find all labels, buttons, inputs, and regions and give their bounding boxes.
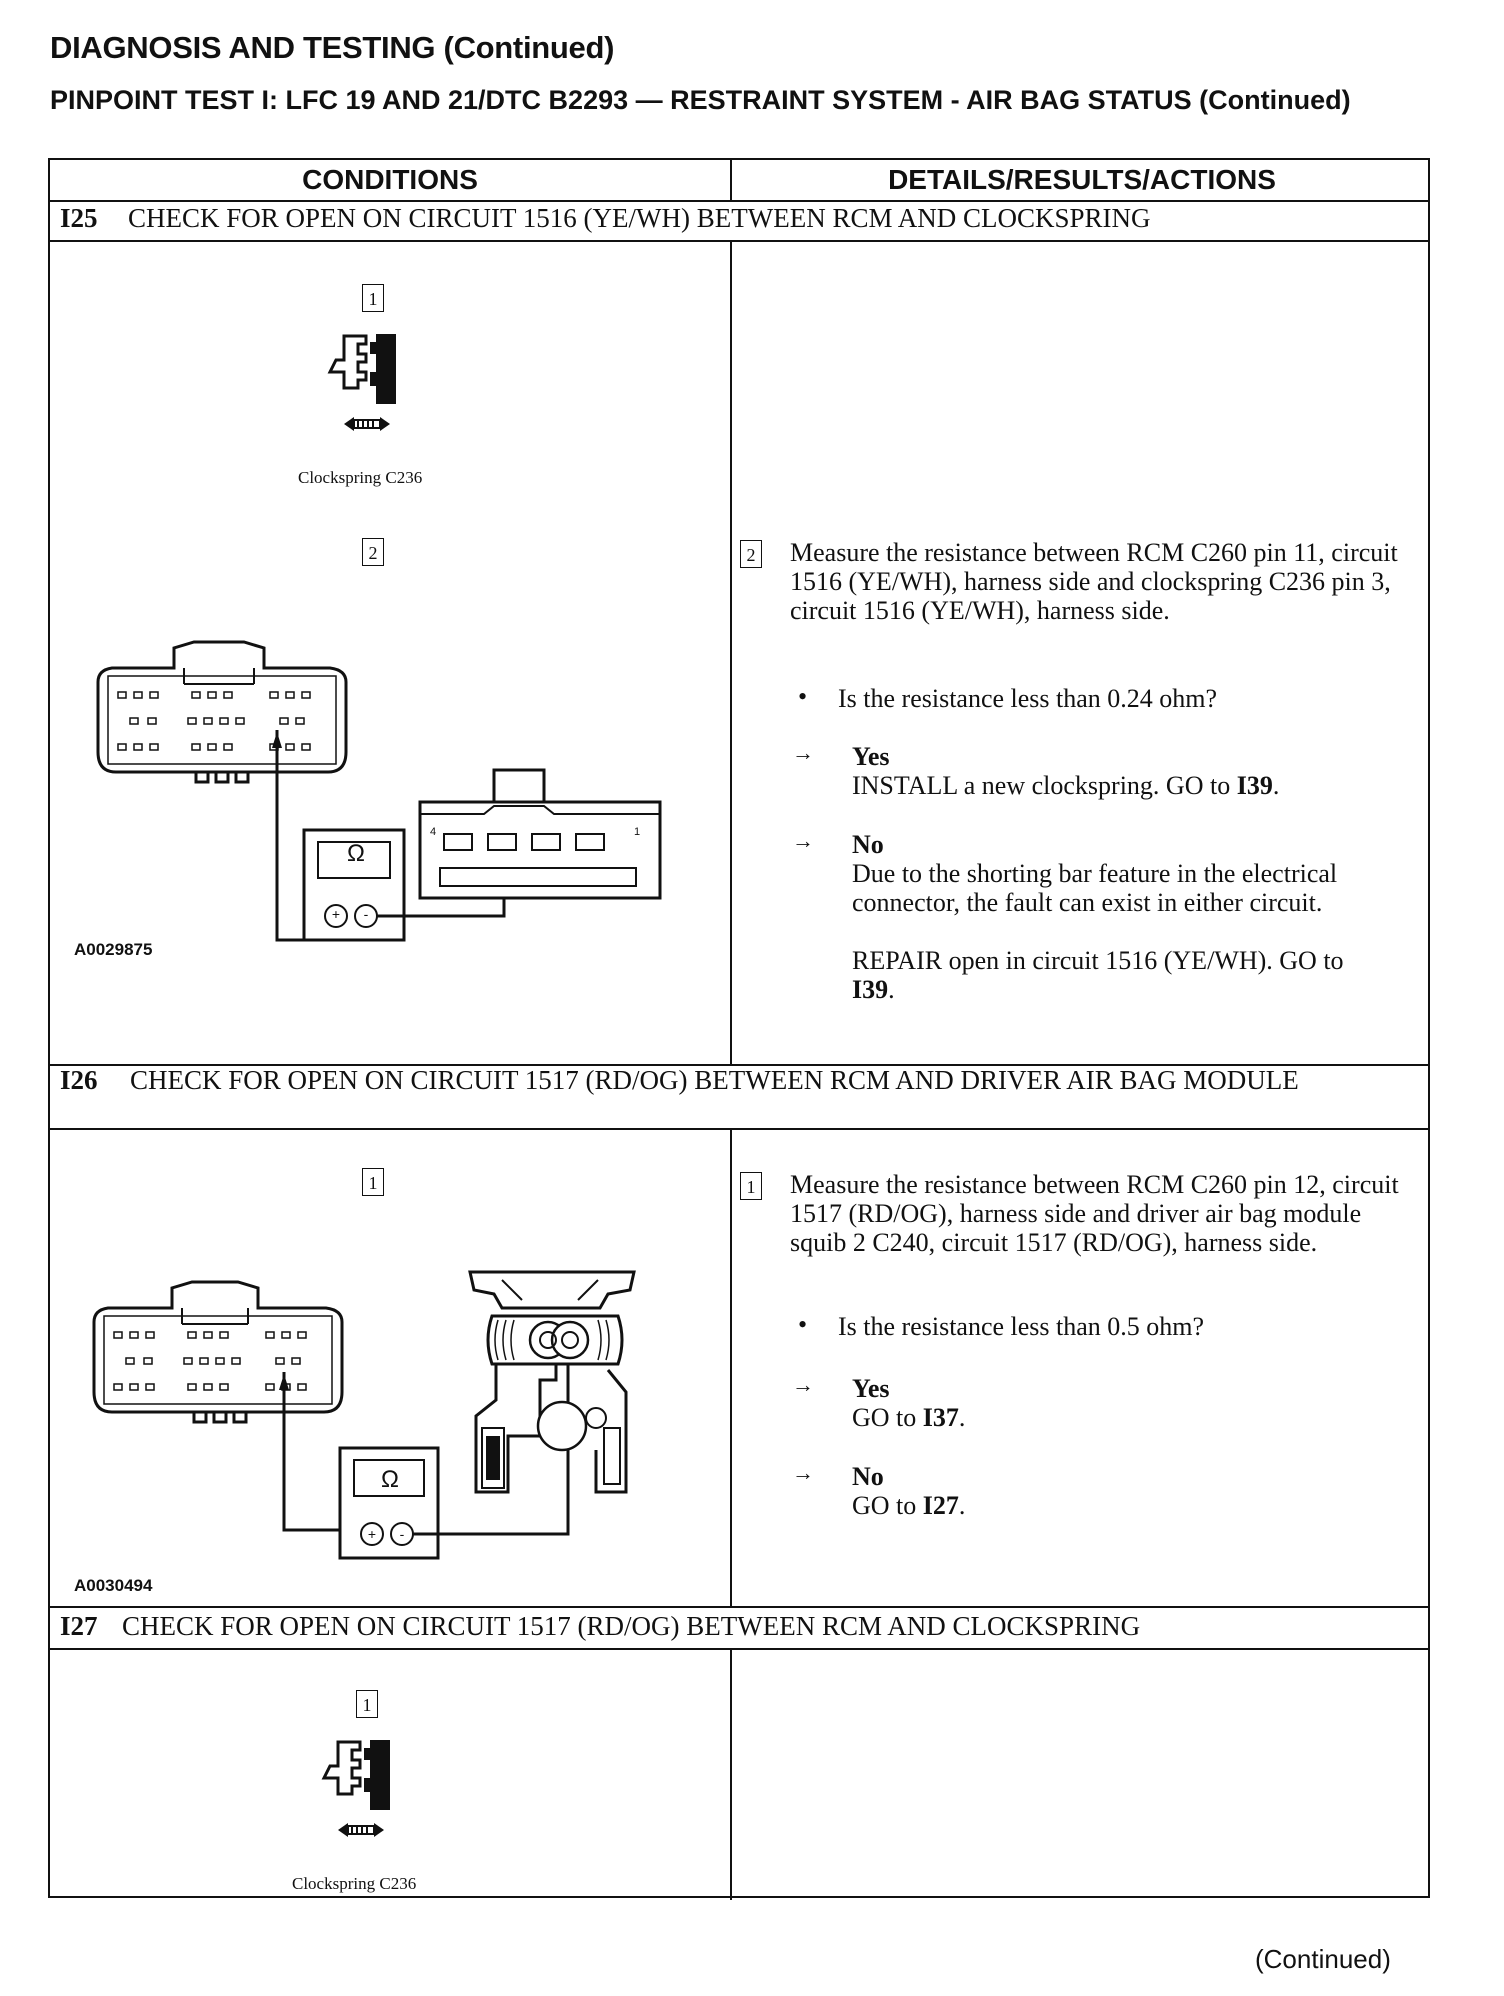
meter-plus-terminal: + [367, 1526, 377, 1542]
no-ref: I39 [852, 975, 889, 1004]
step-header-i27: I27 CHECK FOR OPEN ON CIRCUIT 1517 (RD/OG… [60, 1612, 1420, 1641]
ohm-symbol: Ω [347, 840, 365, 867]
meter-minus-terminal: - [399, 1526, 405, 1542]
figure-caption: Clockspring C236 [292, 1874, 417, 1893]
step-id: I25 [60, 203, 98, 233]
step-id: I26 [60, 1065, 98, 1095]
yes-label: Yes [852, 1374, 890, 1403]
step-number-box: 1 [356, 1690, 378, 1718]
column-divider [730, 1128, 732, 1606]
column-divider [730, 160, 732, 200]
result-no: No Due to the shorting bar feature in th… [852, 830, 1392, 1004]
step-id: I27 [60, 1611, 98, 1641]
arrow-right-icon: → [792, 1460, 814, 1485]
table-rule [50, 240, 1428, 242]
step-title: CHECK FOR OPEN ON CIRCUIT 1517 (RD/OG) B… [122, 1611, 1141, 1641]
clockspring-connector-icon [327, 334, 396, 431]
pin-number: 1 [634, 826, 641, 838]
yes-ref: I39 [1236, 771, 1273, 800]
column-header-details: DETAILS/RESULTS/ACTIONS [888, 164, 1276, 195]
no-label: No [852, 830, 884, 859]
column-divider [730, 240, 732, 1064]
bullet-icon: • [798, 1310, 808, 1339]
pinpoint-test-title: PINPOINT TEST I: LFC 19 AND 21/DTC B2293… [50, 85, 1351, 115]
test-question: Is the resistance less than 0.24 ohm? [838, 684, 1218, 713]
table-rule [50, 1648, 1428, 1650]
no-explanation: Due to the shorting bar feature in the e… [852, 859, 1338, 917]
step-number-box: 1 [740, 1172, 762, 1200]
figure-caption: Clockspring C236 [298, 468, 423, 487]
no-action: REPAIR open in circuit 1516 (YE/WH). GO … [852, 946, 1344, 975]
rcm-c260-connector-diagram [96, 640, 662, 942]
figure-id: A0029875 [74, 940, 153, 959]
test-question: Is the resistance less than 0.5 ohm? [838, 1312, 1205, 1341]
step-number-box: 1 [362, 284, 384, 312]
step-header-i25: I25 CHECK FOR OPEN ON CIRCUIT 1516 (YE/WH… [60, 204, 1420, 233]
meter-plus-terminal: + [331, 906, 341, 922]
meter-minus-terminal: - [363, 906, 369, 922]
punctuation: . [958, 1491, 966, 1520]
column-header-conditions: CONDITIONS [302, 164, 478, 195]
no-action: GO to [852, 1491, 923, 1520]
no-ref: I27 [922, 1491, 959, 1520]
step-header-i26: I26 CHECK FOR OPEN ON CIRCUIT 1517 (RD/OG… [60, 1066, 1420, 1095]
pin-number: 4 [430, 826, 437, 838]
arrow-right-icon: → [792, 740, 814, 765]
clockspring-connector-icon [321, 1740, 390, 1837]
yes-label: Yes [852, 742, 890, 771]
arrow-right-icon: → [792, 828, 814, 853]
table-rule [50, 1064, 1428, 1066]
step-number-box: 2 [362, 538, 384, 566]
step-title: CHECK FOR OPEN ON CIRCUIT 1517 (RD/OG) B… [130, 1065, 1299, 1095]
step-number-box: 1 [362, 1168, 384, 1196]
table-rule [50, 200, 1428, 202]
punctuation: . [888, 975, 895, 1004]
yes-action: GO to [852, 1403, 923, 1432]
step-title: CHECK FOR OPEN ON CIRCUIT 1516 (YE/WH) B… [128, 203, 1151, 233]
yes-action: INSTALL a new clockspring. GO to [852, 771, 1237, 800]
bullet-icon: • [798, 682, 808, 711]
column-divider [730, 1648, 732, 1900]
no-label: No [852, 1462, 884, 1491]
result-yes: Yes INSTALL a new clockspring. GO to I39… [852, 742, 1392, 800]
result-yes: Yes GO to I37. [852, 1374, 1392, 1432]
continued-note: (Continued) [1255, 1944, 1391, 1974]
measure-instruction: Measure the resistance between RCM C260 … [790, 538, 1398, 625]
ohm-symbol: Ω [381, 1466, 399, 1493]
punctuation: . [958, 1403, 966, 1432]
result-no: No GO to I27. [852, 1462, 1392, 1520]
figure-id: A0030494 [74, 1576, 153, 1595]
step-number-box: 2 [740, 540, 762, 568]
punctuation: . [1272, 771, 1280, 800]
table-rule [50, 1128, 1428, 1130]
yes-ref: I37 [922, 1403, 959, 1432]
arrow-right-icon: → [792, 1372, 814, 1397]
table-rule [50, 1606, 1428, 1608]
measure-instruction: Measure the resistance between RCM C260 … [790, 1170, 1399, 1257]
driver-airbag-connector-diagram [92, 1270, 636, 1560]
page-title: DIAGNOSIS AND TESTING (Continued) [50, 30, 615, 65]
